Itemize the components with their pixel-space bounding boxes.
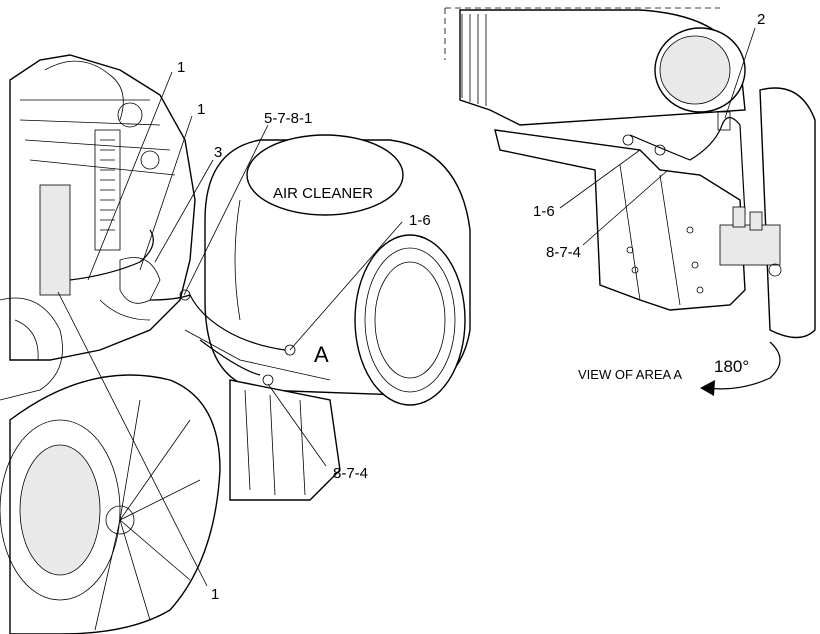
harness-illustration xyxy=(69,229,296,386)
callout-1-6-detail: 1-6 xyxy=(533,203,555,220)
air-cleaner-label: AIR CLEANER xyxy=(273,185,373,202)
detail-bracket-illustration xyxy=(494,129,782,311)
rotation-arrow-icon xyxy=(700,341,781,396)
mount-bracket-illustration xyxy=(184,329,341,501)
callout-3: 3 xyxy=(214,144,222,161)
engine-block-illustration xyxy=(0,54,196,401)
main-view: AIR CLEANER A 1 1 3 5-7-8-1 1-6 8-7-4 1 xyxy=(0,54,471,634)
leader-lines-main xyxy=(57,71,403,587)
area-a-marker: A xyxy=(314,342,329,367)
leader-lines-detail xyxy=(559,27,756,246)
detail-view: 2 1-6 8-7-4 VIEW OF AREA A 180° xyxy=(444,7,816,396)
fan-illustration xyxy=(0,374,221,634)
callout-8-7-4-main: 8-7-4 xyxy=(333,465,368,482)
callout-8-7-4-detail: 8-7-4 xyxy=(546,244,581,261)
callout-5-7-8-1: 5-7-8-1 xyxy=(264,110,312,127)
detail-harness-illustration xyxy=(622,111,763,231)
callout-1-6-main: 1-6 xyxy=(409,212,431,229)
detail-air-cleaner-illustration xyxy=(459,9,816,339)
rotation-label: 180° xyxy=(714,357,749,376)
callout-2-detail: 2 xyxy=(757,11,765,28)
air-cleaner-illustration xyxy=(204,134,471,406)
view-caption: VIEW OF AREA A xyxy=(578,367,682,382)
callout-1-top: 1 xyxy=(177,59,185,76)
callout-1-bottom: 1 xyxy=(211,586,219,603)
callout-1-second: 1 xyxy=(197,101,205,118)
